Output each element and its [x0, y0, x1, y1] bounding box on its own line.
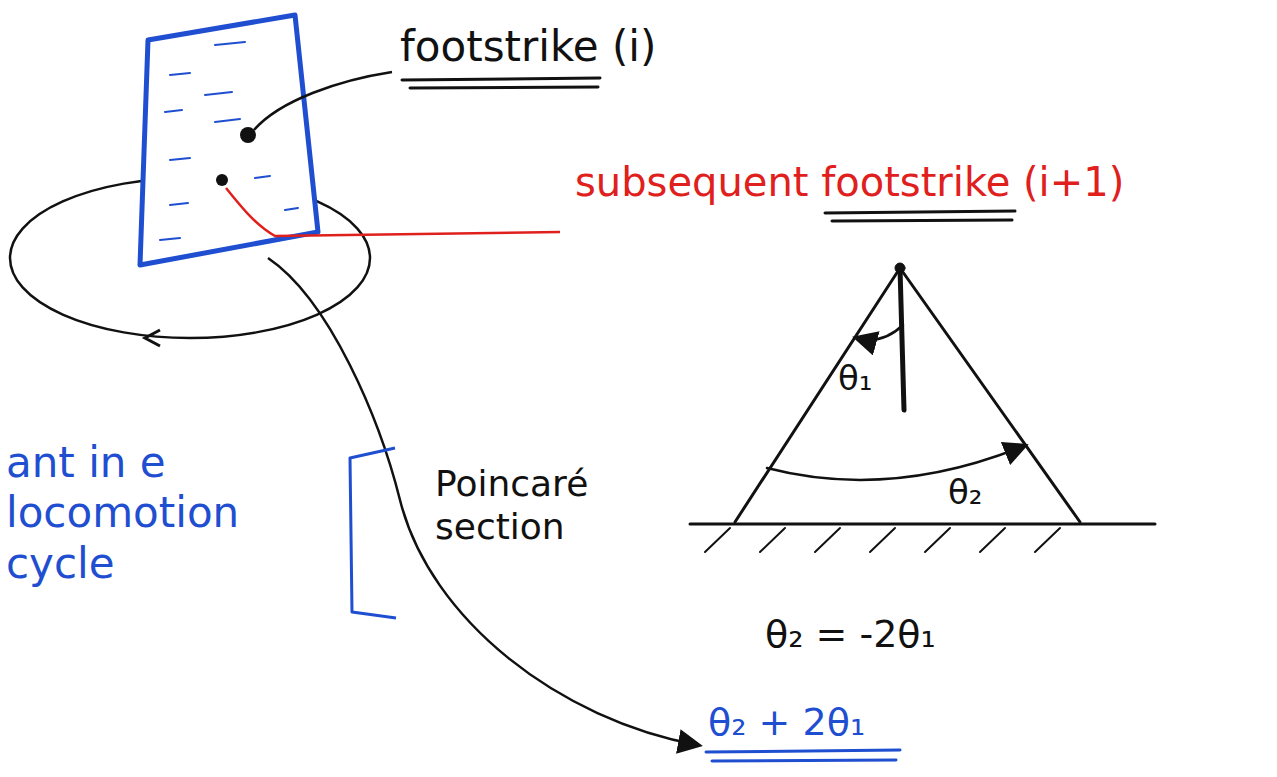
angle-label: θ₂: [948, 472, 982, 513]
leader-line: [226, 188, 560, 236]
footstrike-label: footstrike (i): [400, 22, 656, 72]
leader-line: [268, 258, 698, 745]
bracket: [350, 448, 396, 618]
section-plane: [140, 15, 318, 265]
walker-figure: [690, 263, 1155, 552]
equation: θ₂ = -2θ₁: [765, 612, 936, 658]
subsequent-footstrike-label: subsequent footstrike (i+1): [575, 158, 1124, 206]
plane-hatching: [160, 42, 298, 240]
section-label: Poincaré section: [435, 462, 645, 548]
leader-line: [254, 72, 392, 130]
footstrike-dot: [216, 174, 228, 186]
underline: [706, 750, 900, 761]
orbit-arrow: [145, 330, 160, 346]
equation: θ₂ + 2θ₁: [708, 700, 865, 746]
angle-label: θ₁: [838, 358, 872, 399]
note-text: ant in e locomotion cycle: [6, 438, 296, 589]
